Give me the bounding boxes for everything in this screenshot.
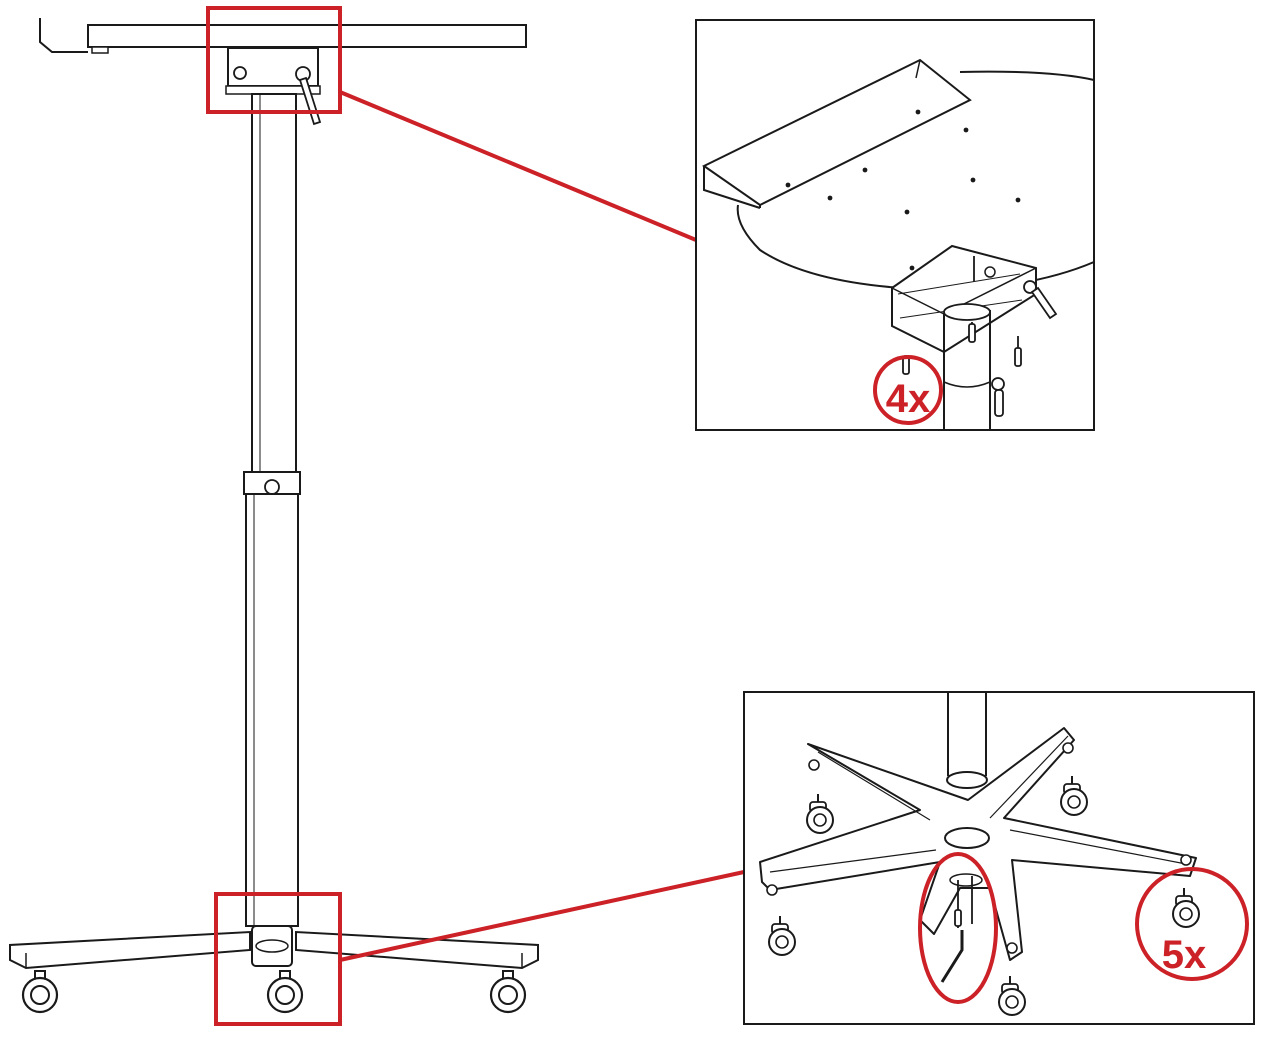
desk-stand (9, 18, 539, 1014)
desk-top (87, 24, 527, 48)
lever-icon (991, 377, 1005, 417)
callout-4x-label: 4x (886, 377, 931, 421)
allen-key-icon (940, 930, 964, 983)
callout-ellipse-hub (918, 852, 998, 1004)
base-leg-right (295, 930, 539, 970)
detail-panel-top: 4x (695, 19, 1095, 431)
screw-icon (902, 256, 1022, 375)
screw-icon (954, 876, 973, 928)
callout-circle-4x (873, 355, 943, 425)
upper-tube (251, 93, 297, 473)
connector-line-bottom (339, 870, 745, 962)
lever-icon (1023, 280, 1058, 320)
highlight-top-bracket (206, 6, 342, 114)
base-leg-left (9, 930, 251, 970)
callout-circle-5x (1135, 867, 1249, 981)
connector-line-top (339, 90, 697, 242)
callout-5x-label: 5x (1162, 933, 1207, 977)
detail-panel-bottom: 5x (743, 691, 1255, 1025)
